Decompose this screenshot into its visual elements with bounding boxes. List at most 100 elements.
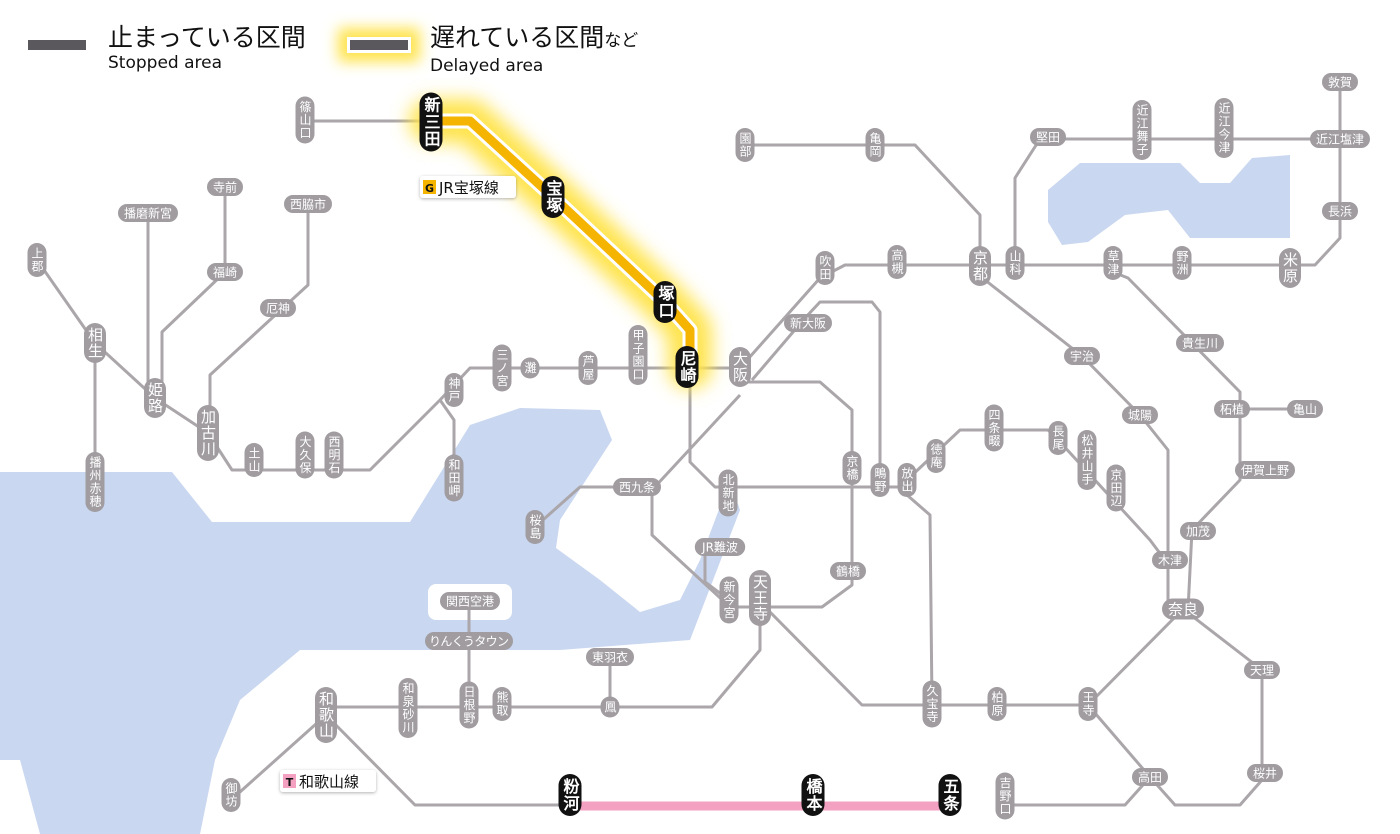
station-teramae[interactable]: 寺前: [207, 178, 243, 196]
station-hanaten[interactable]: 放出: [897, 463, 917, 497]
station-nishikujo[interactable]: 西九条: [613, 478, 661, 496]
station-kobe[interactable]: 神戸: [444, 373, 464, 407]
station-yasu[interactable]: 野洲: [1172, 246, 1192, 280]
station-wadamisaki[interactable]: 和田岬: [444, 454, 464, 502]
station-kyoto[interactable]: 京都: [969, 246, 991, 286]
station-tsukaguchi[interactable]: 塚口: [653, 281, 677, 323]
station-maibara[interactable]: 米原: [1279, 248, 1301, 288]
station-gojo[interactable]: 五条: [938, 774, 962, 816]
station-name: 長浜: [1328, 205, 1352, 219]
station-izumisunagawa[interactable]: 和泉砂川: [398, 678, 418, 738]
station-igaueno[interactable]: 伊賀上野: [1235, 461, 1295, 479]
station-name: 京都: [971, 250, 989, 282]
station-tokuan[interactable]: 徳庵: [926, 439, 946, 473]
station-sakurai[interactable]: 桜井: [1247, 764, 1283, 782]
station-tenri[interactable]: 天理: [1244, 661, 1280, 679]
station-sasayamaguchi[interactable]: 篠山口: [295, 96, 315, 144]
station-omimaiko[interactable]: 近江舞子: [1132, 100, 1152, 160]
station-omiimazu[interactable]: 近江今津: [1214, 98, 1234, 158]
station-kibukawa[interactable]: 貴生川: [1176, 334, 1224, 352]
station-matsuiyamate[interactable]: 松井山手: [1077, 430, 1097, 490]
station-nishiwakishi[interactable]: 西脇市: [284, 195, 332, 213]
station-amagasaki[interactable]: 尼崎: [675, 346, 699, 388]
station-shigino[interactable]: 鴫野: [870, 463, 890, 497]
station-fukusaki[interactable]: 福崎: [207, 263, 243, 281]
station-kyuhoji[interactable]: 久宝寺: [922, 680, 942, 728]
station-nagao[interactable]: 長尾: [1048, 421, 1068, 455]
station-kumatori[interactable]: 熊取: [492, 687, 512, 721]
station-rinkutown[interactable]: りんくうタウン: [425, 632, 513, 650]
station-kameoka[interactable]: 亀岡: [865, 128, 885, 162]
station-kamigori[interactable]: 上郡: [27, 243, 47, 277]
station-otori[interactable]: 鳳: [600, 696, 620, 718]
station-shinsanda[interactable]: 新三田: [419, 92, 443, 152]
station-tsuruga[interactable]: 敦賀: [1322, 73, 1358, 91]
station-name: 和田岬: [447, 458, 461, 497]
station-name: 加茂: [1186, 525, 1210, 539]
station-name: 和歌山: [317, 691, 335, 739]
station-pill: [398, 678, 418, 738]
station-osaka[interactable]: 大阪: [729, 347, 751, 387]
station-kyotanabe[interactable]: 京田辺: [1106, 464, 1126, 512]
station-nagahama[interactable]: 長浜: [1322, 202, 1358, 220]
station-sonobe[interactable]: 園部: [735, 128, 755, 162]
station-sakurajima[interactable]: 桜島: [525, 510, 545, 544]
station-yamashina[interactable]: 山科: [1005, 246, 1025, 280]
station-joyo[interactable]: 城陽: [1122, 406, 1158, 424]
station-oji[interactable]: 王寺: [1078, 687, 1098, 721]
station-kashiwara[interactable]: 柏原: [987, 687, 1007, 721]
station-banshuako[interactable]: 播州赤穂: [85, 452, 105, 512]
station-wakayama[interactable]: 和歌山: [315, 687, 337, 743]
station-kakogawa[interactable]: 加古川: [197, 405, 219, 461]
station-shijonawate[interactable]: 四条畷: [984, 404, 1004, 452]
station-kameyama[interactable]: 亀山: [1287, 400, 1323, 418]
station-kitashinchi[interactable]: 北新地: [718, 469, 738, 517]
station-harimashingu[interactable]: 播磨新宮: [118, 204, 178, 222]
station-uji[interactable]: 宇治: [1064, 347, 1100, 365]
station-higashihagoromo[interactable]: 東羽衣: [586, 648, 634, 666]
station-yakujin[interactable]: 厄神: [260, 299, 296, 317]
station-yoshinoguchi[interactable]: 吉野口: [995, 772, 1015, 820]
station-sannomiya[interactable]: 三ノ宮: [492, 344, 512, 392]
track-line: [1013, 137, 1340, 263]
station-kokawa[interactable]: 粉河: [558, 774, 582, 816]
station-kamo[interactable]: 加茂: [1180, 522, 1216, 540]
station-takada[interactable]: 高田: [1132, 768, 1168, 786]
delayed-line-takarazuka[interactable]: [431, 116, 695, 367]
station-okubo[interactable]: 大久保: [295, 431, 315, 479]
station-takarazuka[interactable]: 宝塚: [541, 176, 565, 218]
station-name: 伊賀上野: [1241, 464, 1289, 478]
legend-stopped-en: Stopped area: [108, 53, 223, 73]
station-aioi[interactable]: 相生: [84, 323, 106, 363]
station-shinimamiya[interactable]: 新今宮: [719, 576, 739, 624]
station-omishiotsu[interactable]: 近江塩津: [1310, 130, 1370, 148]
station-koshienguchi[interactable]: 甲子園口: [628, 325, 648, 385]
station-nara[interactable]: 奈良: [1162, 598, 1204, 620]
station-tsuruhashi[interactable]: 鶴橋: [830, 562, 866, 580]
station-name: 京橋: [845, 455, 859, 481]
station-pill: [492, 687, 512, 721]
station-takatsuki[interactable]: 高槻: [887, 245, 907, 279]
station-kizu[interactable]: 木津: [1152, 551, 1188, 569]
station-tsuchiyama[interactable]: 土山: [244, 443, 264, 477]
station-hashimoto[interactable]: 橋本: [801, 774, 825, 816]
station-kusatsu[interactable]: 草津: [1103, 246, 1123, 280]
station-jrnamba[interactable]: JR難波: [694, 538, 746, 556]
station-ashiya[interactable]: 芦屋: [578, 351, 598, 385]
station-nada[interactable]: 灘: [520, 357, 540, 379]
station-hineno[interactable]: 日根野: [459, 681, 479, 729]
station-nishiakashi[interactable]: 西明石: [324, 431, 344, 479]
station-tennoji[interactable]: 天王寺: [749, 570, 771, 626]
station-tsuge[interactable]: 柘植: [1214, 400, 1250, 418]
station-name: 城陽: [1128, 409, 1152, 423]
station-gobo[interactable]: 御坊: [221, 778, 241, 812]
station-katata[interactable]: 堅田: [1030, 128, 1066, 146]
station-suita[interactable]: 吹田: [815, 251, 835, 285]
station-himeji[interactable]: 姫路: [144, 378, 166, 418]
station-kansaiairport[interactable]: 関西空港: [440, 592, 500, 610]
station-shinosaka[interactable]: 新大阪: [784, 314, 832, 332]
station-kyobashi[interactable]: 京橋: [842, 451, 862, 485]
